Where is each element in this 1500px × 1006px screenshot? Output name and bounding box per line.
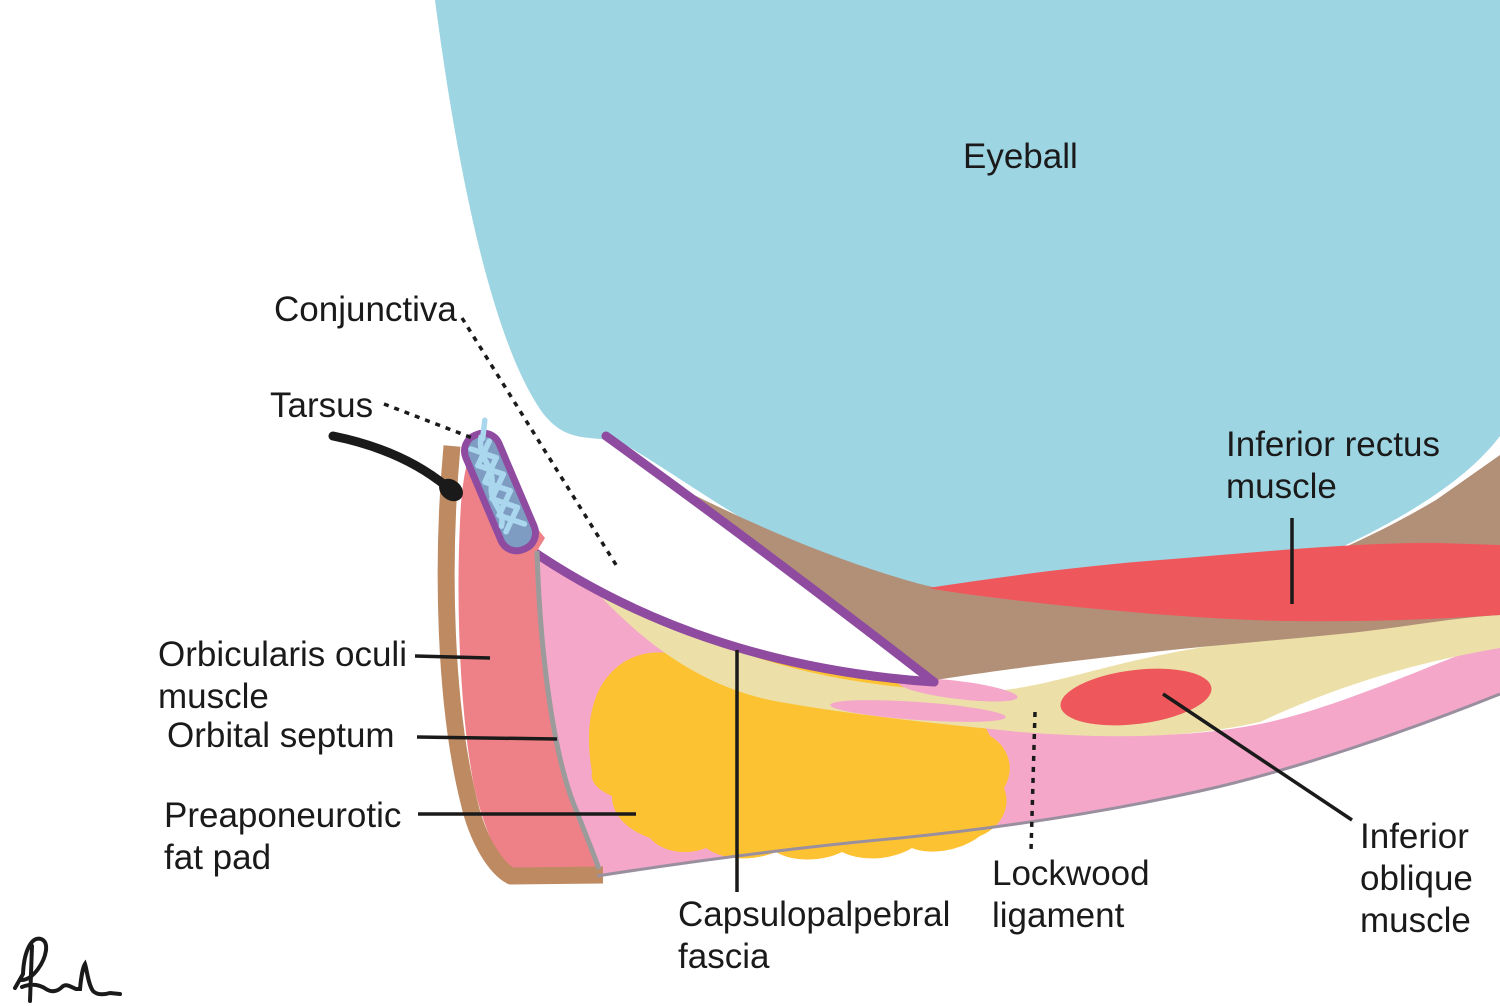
orbital-septum-line xyxy=(534,550,602,870)
label-lockwood-ligament: Lockwood ligament xyxy=(992,854,1150,935)
label-preaponeurotic-fat-pad: Preaponeurotic fat pad xyxy=(164,796,402,877)
label-orbicularis-oculi-muscle: Orbicularis oculi muscle xyxy=(158,635,407,716)
label-orbital-septum: Orbital septum xyxy=(167,716,395,755)
label-inferior-rectus-muscle: Inferior rectus muscle xyxy=(1226,425,1440,506)
orbital-septum-leader xyxy=(416,735,558,741)
capsulopalpebral-band-shape xyxy=(545,538,1500,737)
inferior-oblique-shape xyxy=(1060,668,1212,726)
inferior-rectus-shape xyxy=(928,542,1500,622)
orbicularis-leader xyxy=(414,654,491,660)
sclera-band-shape xyxy=(684,455,1500,680)
artist-signature xyxy=(13,936,122,1003)
eyeball-shape xyxy=(435,0,1500,610)
conjunctiva-leader xyxy=(460,317,620,569)
lid-margin-arrow xyxy=(328,431,463,502)
orbit-lower-outline xyxy=(596,692,1500,878)
label-tarsus: Tarsus xyxy=(270,386,374,425)
lockwood-streak-2 xyxy=(830,700,1006,722)
conjunctiva-palpebral-line xyxy=(523,543,939,687)
suture-stitches xyxy=(468,417,528,535)
fornix-wedge-shape xyxy=(528,436,934,682)
conjunctiva-bulbar-line xyxy=(601,431,939,687)
inferior-oblique-leader xyxy=(1162,692,1353,822)
skin-band-shape xyxy=(437,445,604,885)
tarsus-leader xyxy=(383,402,476,441)
label-inferior-oblique-muscle: Inferior oblique muscle xyxy=(1360,817,1473,940)
label-eyeball: Eyeball xyxy=(963,137,1078,176)
label-capsulopalpebral-fascia: Capsulopalpebral fascia xyxy=(678,895,951,976)
orbicularis-shape xyxy=(458,450,600,875)
tarsus-shape xyxy=(460,417,540,555)
label-conjunctiva: Conjunctiva xyxy=(274,290,457,329)
lockwood-leader xyxy=(1029,711,1037,852)
